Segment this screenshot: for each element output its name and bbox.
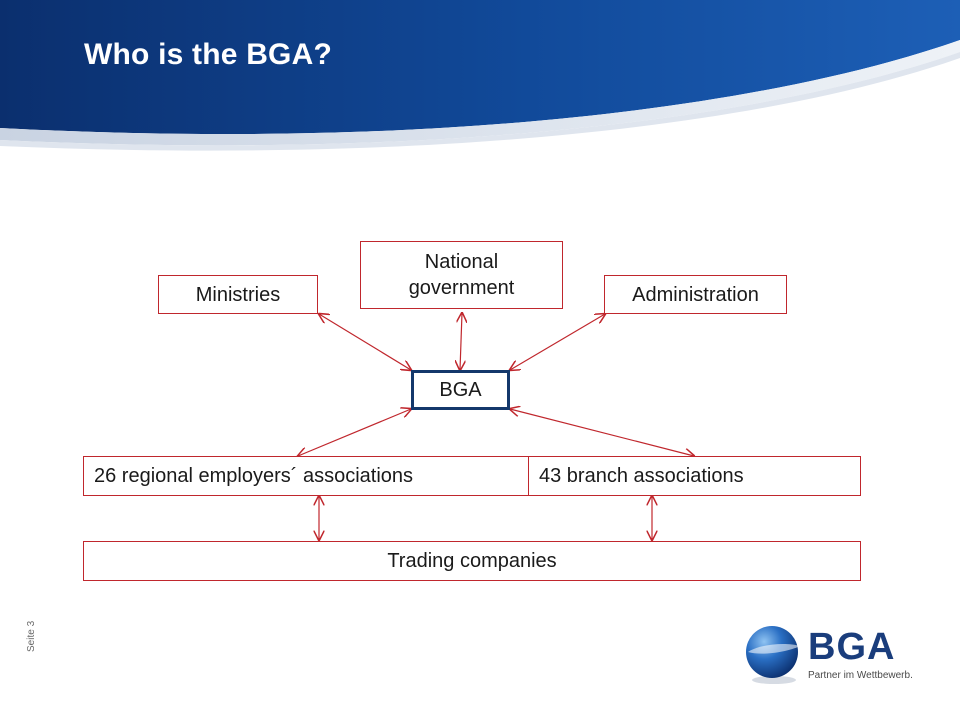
header-banner [0,0,960,151]
node-regional-associations: 26 regional employers´ associations [83,456,529,496]
logo-wordmark: BGA [808,626,896,668]
node-administration-label: Administration [632,283,759,306]
arrow-bga-branch [510,409,694,456]
slide-title: Who is the BGA? [84,38,332,71]
arrow-ministries-bga [319,314,411,370]
page-number: Seite 3 [26,620,37,652]
arrow-bga-regional [298,409,411,456]
bga-globe-logo-icon [746,626,800,684]
node-branch-associations-label: 43 branch associations [539,465,744,487]
node-bga-label: BGA [439,379,482,401]
arrow-government-bga [460,313,462,370]
arrow-administration-bga [510,314,605,370]
node-trading-companies-label: Trading companies [387,550,557,572]
node-administration: Administration [604,275,787,314]
node-national-government-label: National government [408,251,515,299]
node-regional-associations-label: 26 regional employers´ associations [94,465,414,487]
node-trading-companies: Trading companies [83,541,861,581]
node-ministries-label: Ministries [195,283,281,306]
node-ministries: Ministries [158,275,318,314]
node-national-government: National government [360,241,563,309]
logo-tagline: Partner im Wettbewerb. [808,670,913,681]
node-bga: BGA [411,370,510,410]
node-branch-associations: 43 branch associations [528,456,861,496]
